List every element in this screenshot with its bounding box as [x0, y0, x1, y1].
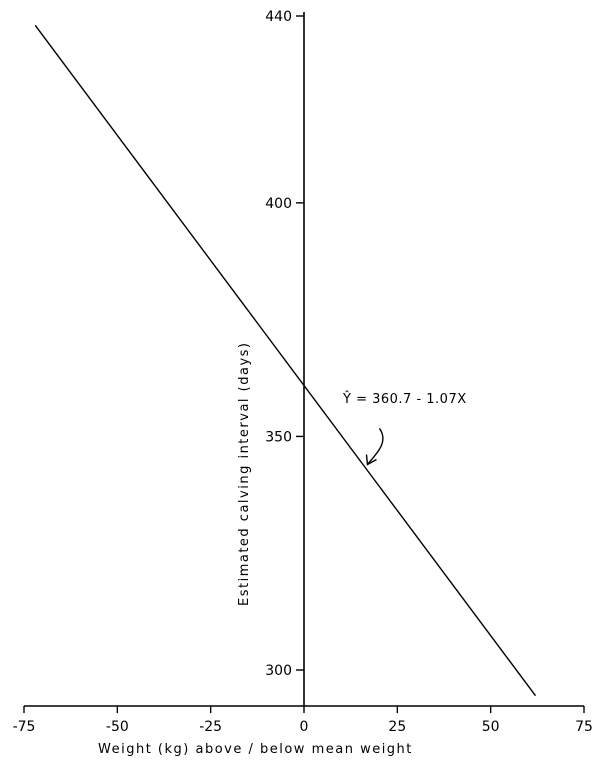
annotation-arrow — [366, 428, 384, 465]
axes — [24, 12, 584, 707]
regression-equation-annotation: Ŷ = 360.7 - 1.07X — [342, 391, 467, 407]
y-tick-label: 300 — [265, 663, 292, 679]
x-tick-label: -50 — [106, 719, 129, 735]
x-tick-label: -25 — [199, 719, 222, 735]
x-tick-label: 50 — [482, 719, 500, 735]
x-tick-label: -75 — [13, 719, 36, 735]
y-axis-ticks: 300 350 400 440 — [265, 9, 304, 679]
x-tick-label: 25 — [388, 719, 406, 735]
x-tick-label: 0 — [300, 719, 309, 735]
annotation-arrowhead — [365, 454, 377, 466]
regression-line — [34, 24, 537, 697]
y-tick-label: 440 — [265, 9, 292, 25]
y-axis-label: Estimated calving interval (days) — [237, 342, 252, 606]
x-axis-ticks: -75 -50 -25 0 25 50 75 — [13, 706, 593, 735]
y-tick-label: 400 — [265, 196, 292, 212]
series-layer — [34, 24, 537, 697]
x-axis-label: Weight (kg) above / below mean weight — [98, 742, 413, 757]
y-tick-label: 350 — [265, 429, 292, 445]
x-tick-label: 75 — [575, 719, 593, 735]
